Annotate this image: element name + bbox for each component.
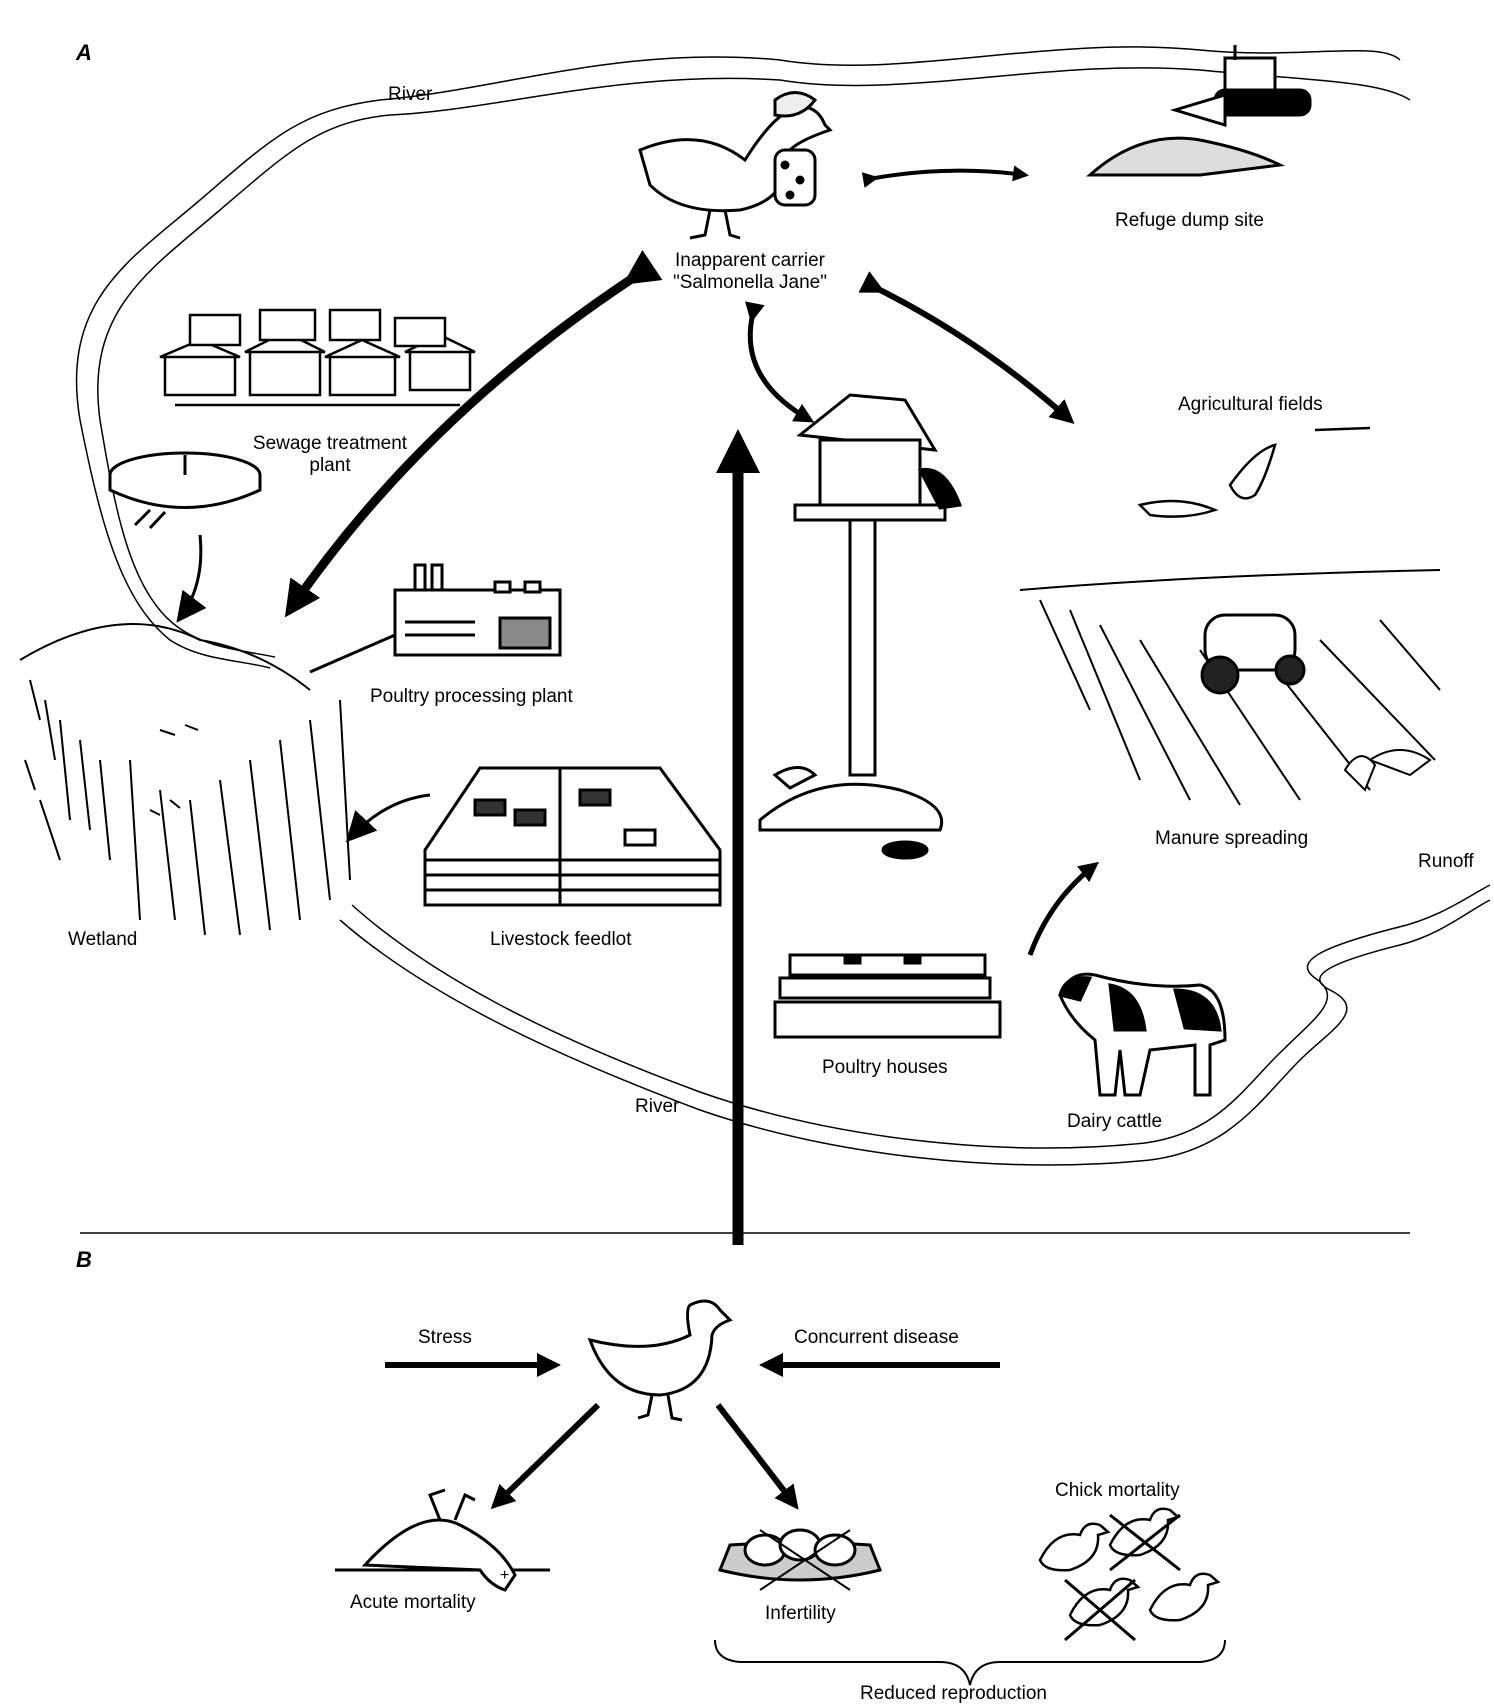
reduced-reproduction-label: Reduced reproduction xyxy=(860,1683,1047,1704)
infertility-label: Infertility xyxy=(765,1603,836,1624)
acute-mortality-label: Acute mortality xyxy=(350,1592,476,1613)
svg-text:+: + xyxy=(500,1567,509,1584)
river-label-bottom: River xyxy=(635,1096,680,1117)
sewage-label-line1: Sewage treatment xyxy=(252,433,408,454)
bird-feeder-icon xyxy=(758,393,963,860)
carrier-label: Inapparent carrier "Salmonella Jane" xyxy=(630,250,870,294)
concurrent-disease-label: Concurrent disease xyxy=(794,1327,959,1348)
poultry-house-icon xyxy=(773,953,1002,1039)
chicks-icon xyxy=(1038,1507,1221,1642)
cow-icon xyxy=(1058,972,1227,1097)
dairy-cattle-label: Dairy cattle xyxy=(1067,1111,1163,1132)
panel-label-b: B xyxy=(76,1247,92,1272)
wetland-icon xyxy=(19,623,351,936)
arrows-a xyxy=(176,165,1099,1245)
poultry-houses-label: Poultry houses xyxy=(822,1057,948,1078)
sewage-label: Sewage treatment plant xyxy=(240,433,420,477)
panel-label-a: A xyxy=(76,40,92,65)
river xyxy=(75,46,1491,1166)
sewage-tank-icon xyxy=(108,451,262,530)
duck-icon xyxy=(587,1299,733,1422)
carrier-label-line1: Inapparent carrier xyxy=(675,250,825,271)
sewage-label-line2: plant xyxy=(309,455,351,476)
feedlot-icon xyxy=(423,766,722,907)
houses-icon xyxy=(159,308,476,407)
dead-bird-icon: + xyxy=(335,1488,550,1592)
nest-icon xyxy=(717,1528,883,1591)
stress-label: Stress xyxy=(418,1327,472,1348)
feedlot-label: Livestock feedlot xyxy=(490,929,632,950)
refuge-label: Refuge dump site xyxy=(1115,210,1264,231)
tractor-field-icon xyxy=(1019,569,1441,806)
runoff-label: Runoff xyxy=(1418,851,1474,872)
poultry-processing-label: Poultry processing plant xyxy=(370,686,573,707)
duck-carrier-icon xyxy=(638,91,833,240)
manure-spreading-label: Manure spreading xyxy=(1155,828,1309,849)
chick-mortality-label: Chick mortality xyxy=(1055,1480,1180,1501)
brace xyxy=(714,1639,1226,1686)
arrows-b xyxy=(385,1353,1000,1510)
bulldozer-icon xyxy=(1086,45,1312,177)
wetland-label: Wetland xyxy=(68,929,138,950)
agricultural-fields-label: Agricultural fields xyxy=(1178,394,1323,415)
flying-birds-icon xyxy=(1137,426,1371,518)
river-label-top: River xyxy=(388,84,433,105)
factory-icon xyxy=(309,563,562,674)
carrier-label-line2: "Salmonella Jane" xyxy=(673,272,827,293)
